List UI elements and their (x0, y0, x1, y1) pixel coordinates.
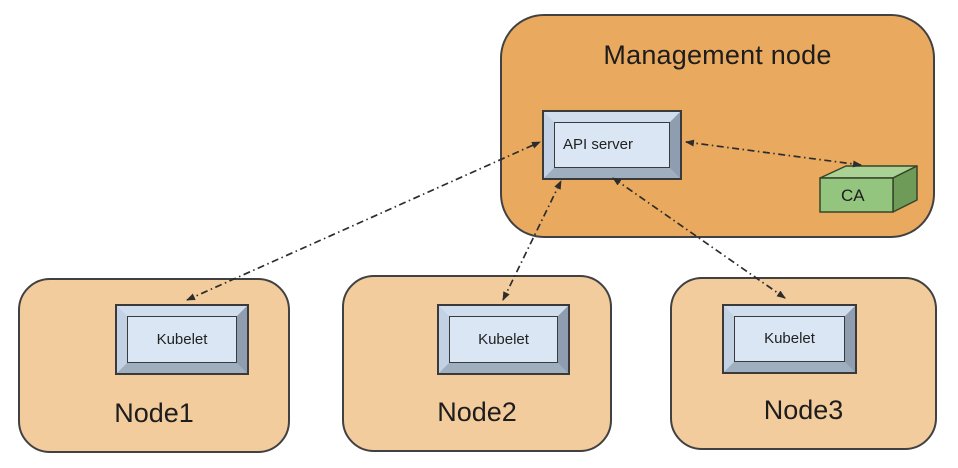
worker-node-3: Kubelet Node3 (670, 277, 937, 450)
worker-node-3-label: Node3 (763, 395, 844, 425)
management-node: Management node API server CA (500, 14, 935, 238)
kubelet-label-1: Kubelet (127, 316, 237, 363)
kubelet-bevel (117, 306, 247, 373)
ca-box: CA (818, 164, 918, 214)
kubelet-bevel (724, 306, 855, 372)
api-server-bevel (544, 112, 680, 178)
api-server-box: API server (542, 110, 682, 180)
kubelet-box-3: Kubelet (722, 304, 857, 374)
kubelet-label-3: Kubelet (734, 316, 845, 362)
management-node-label: Management node (603, 40, 832, 70)
kubelet-box-1: Kubelet (115, 304, 249, 375)
kubelet-box-2: Kubelet (437, 304, 570, 375)
api-server-label: API server (554, 122, 670, 168)
worker-node-2-label: Node2 (437, 397, 517, 427)
kubelet-bevel (439, 306, 568, 373)
ca-label: CA (841, 186, 865, 205)
worker-node-2: Kubelet Node2 (342, 275, 612, 452)
worker-node-1-label: Node1 (114, 398, 194, 428)
worker-node-1: Kubelet Node1 (18, 278, 290, 453)
kubelet-label-2: Kubelet (449, 316, 558, 363)
ca-3d-icon: CA (819, 165, 918, 213)
